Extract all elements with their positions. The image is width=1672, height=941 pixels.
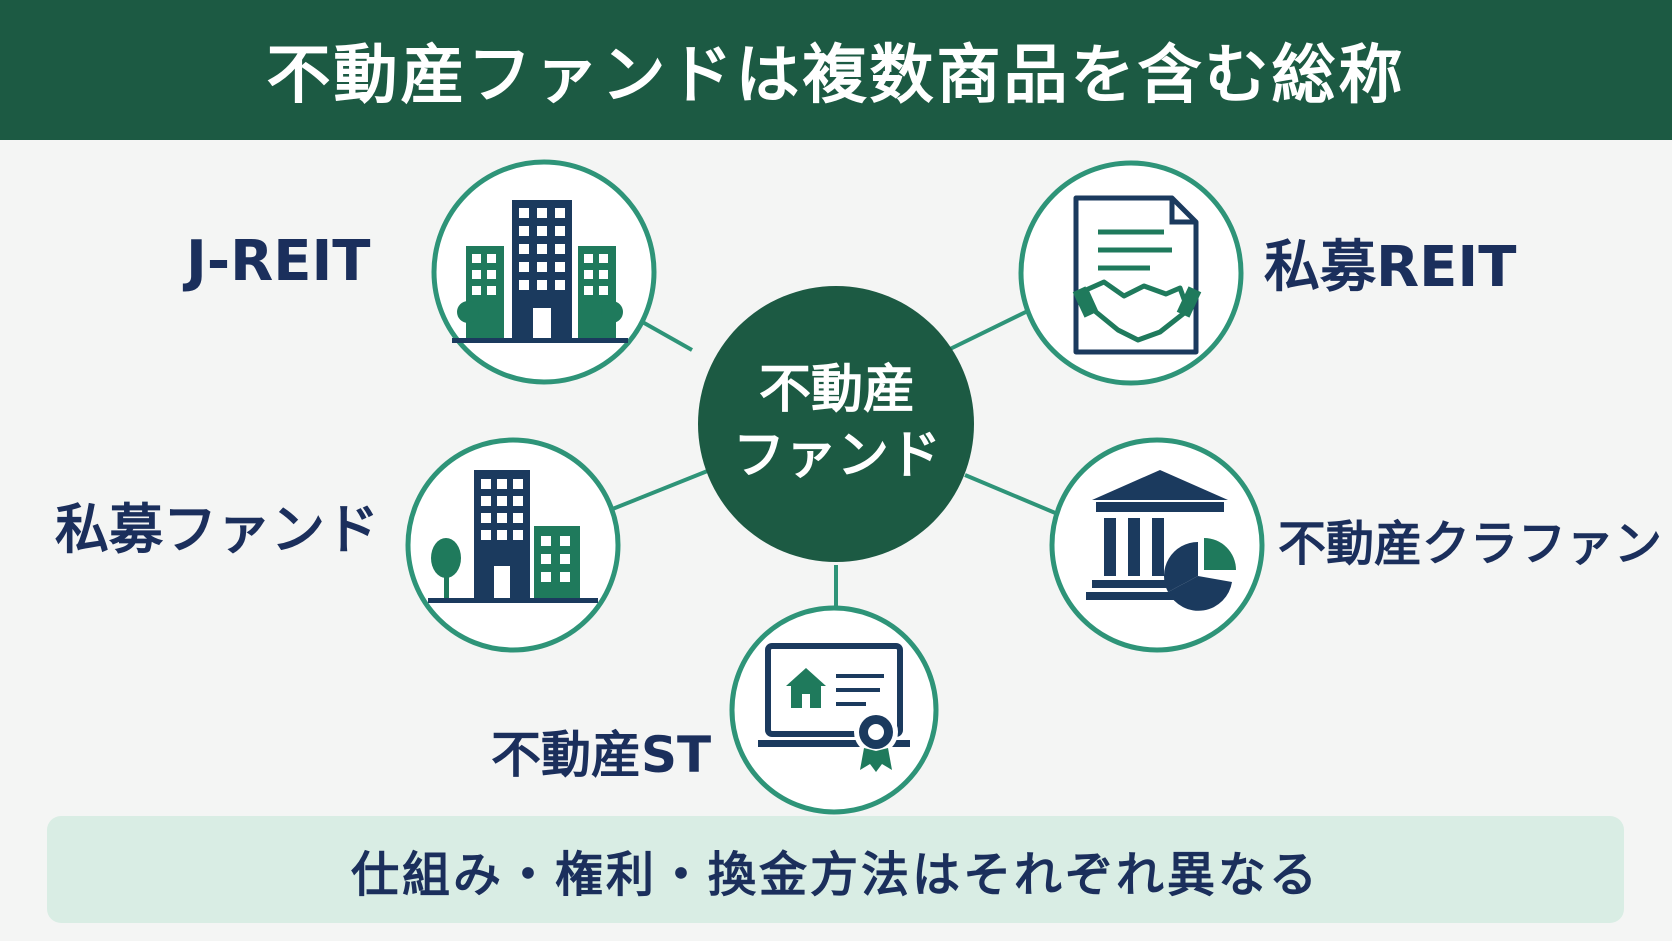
footer-text: 仕組み・権利・換金方法はそれぞれ異なる: [350, 846, 1320, 903]
house-certificate-icon: [758, 643, 910, 772]
center-line-1: 不動産: [758, 360, 915, 420]
contract-handshake-icon: [1072, 195, 1202, 355]
connector-private-reit: [947, 303, 1041, 352]
bank-pie-chart-icon: [1086, 470, 1236, 611]
center-node-label: 不動産 ファンド: [702, 357, 972, 489]
connector-private-fund: [609, 468, 711, 512]
node-label-st: 不動産ST: [491, 726, 712, 784]
header-banner: 不動産ファンドは複数商品を含む総称: [0, 0, 1672, 140]
center-node: [698, 286, 974, 562]
center-line-2: ファンド: [732, 426, 941, 486]
footer-note: 仕組み・権利・換金方法はそれぞれ異なる: [47, 816, 1624, 923]
node-label-private-fund: 私募ファンド: [55, 498, 379, 561]
office-buildings-icon: [452, 200, 628, 343]
page-title: 不動産ファンドは複数商品を含む総称: [266, 39, 1406, 113]
node-label-private-reit: 私募REIT: [1264, 235, 1517, 300]
node-label-crowdfunding: 不動産クラファン: [1278, 516, 1663, 572]
connectors: [599, 296, 1073, 610]
building-tree-icon: [428, 470, 598, 603]
node-label-jreit: J-REIT: [186, 229, 371, 294]
connector-crowdfunding: [964, 473, 1073, 522]
